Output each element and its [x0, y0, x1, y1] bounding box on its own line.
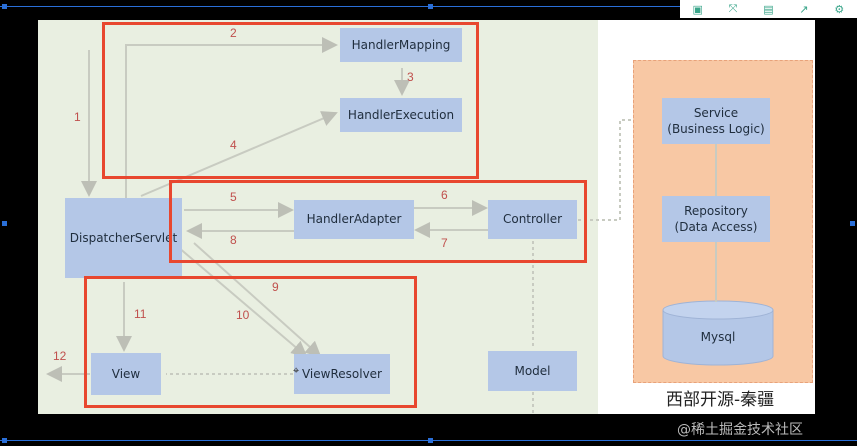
selection-handle[interactable]: [428, 4, 433, 9]
shrink-icon[interactable]: ⤧: [728, 2, 738, 15]
highlight-handler-mapping-group: [102, 22, 479, 179]
repository-subtitle: (Data Access): [674, 220, 758, 234]
author-caption: 西部开源-秦疆: [666, 390, 775, 410]
connector-lines: [46, 37, 658, 414]
save-icon[interactable]: ▤: [763, 2, 774, 16]
step-number-8: 8: [230, 233, 237, 247]
dotted-controller-to-service: [578, 119, 658, 221]
image-toolbar: ▣ ⤧ ▤ ↗ ⚙: [680, 0, 857, 18]
view-box: View: [91, 353, 161, 395]
step-number-7: 7: [441, 236, 448, 250]
handler-mapping-box: HandlerMapping: [340, 28, 462, 62]
mysql-database-icon: [662, 300, 774, 366]
diagram-canvas: HandlerMapping HandlerExecution Dispatch…: [38, 20, 815, 414]
service-subtitle: (Business Logic): [667, 122, 765, 136]
view-resolver-box: ViewResolver: [294, 354, 390, 394]
arrow-2: [125, 37, 338, 198]
dispatcher-servlet-box: DispatcherServlet: [65, 198, 182, 278]
arrow-10: [177, 246, 308, 358]
step-number-10: 10: [236, 308, 250, 322]
repository-to-mysql-line: [715, 242, 717, 302]
service-title: Service: [693, 105, 739, 120]
frame-icon[interactable]: ▣: [692, 2, 703, 16]
selection-handle[interactable]: [2, 438, 7, 443]
service-to-repository-line: [715, 144, 717, 196]
highlight-view-group: [84, 276, 417, 408]
step-number-11: 11: [134, 307, 147, 321]
selection-handle[interactable]: [2, 221, 7, 226]
settings-icon[interactable]: ⚙: [834, 2, 845, 16]
step-number-9: 9: [272, 280, 279, 294]
mysql-label: Mysql: [700, 329, 736, 344]
watermark: @稀土掘金技术社区: [677, 422, 803, 438]
step-number-1: 1: [74, 110, 81, 124]
model-box: Model: [488, 351, 577, 391]
highlight-adapter-controller-group: [169, 180, 587, 263]
step-number-2: 2: [230, 26, 237, 40]
crosshair-cursor-icon: ⌖: [293, 364, 300, 377]
step-number-3: 3: [407, 70, 414, 84]
dispatcher-servlet-label: DispatcherServlet: [69, 230, 178, 245]
export-icon[interactable]: ↗: [799, 2, 809, 16]
service-box: Service (Business Logic): [662, 98, 770, 144]
selection-handle[interactable]: [428, 438, 433, 443]
repository-title: Repository: [684, 203, 748, 218]
step-number-5: 5: [230, 190, 237, 204]
step-number-12: 12: [53, 349, 67, 363]
step-number-6: 6: [441, 188, 448, 202]
handler-execution-box: HandlerExecution: [340, 98, 462, 132]
selection-handle[interactable]: [2, 4, 7, 9]
repository-box: Repository (Data Access): [662, 196, 770, 242]
selection-handle[interactable]: [850, 221, 855, 226]
controller-box: Controller: [488, 200, 577, 239]
step-number-4: 4: [230, 138, 237, 152]
handler-adapter-box: HandlerAdapter: [294, 200, 414, 239]
